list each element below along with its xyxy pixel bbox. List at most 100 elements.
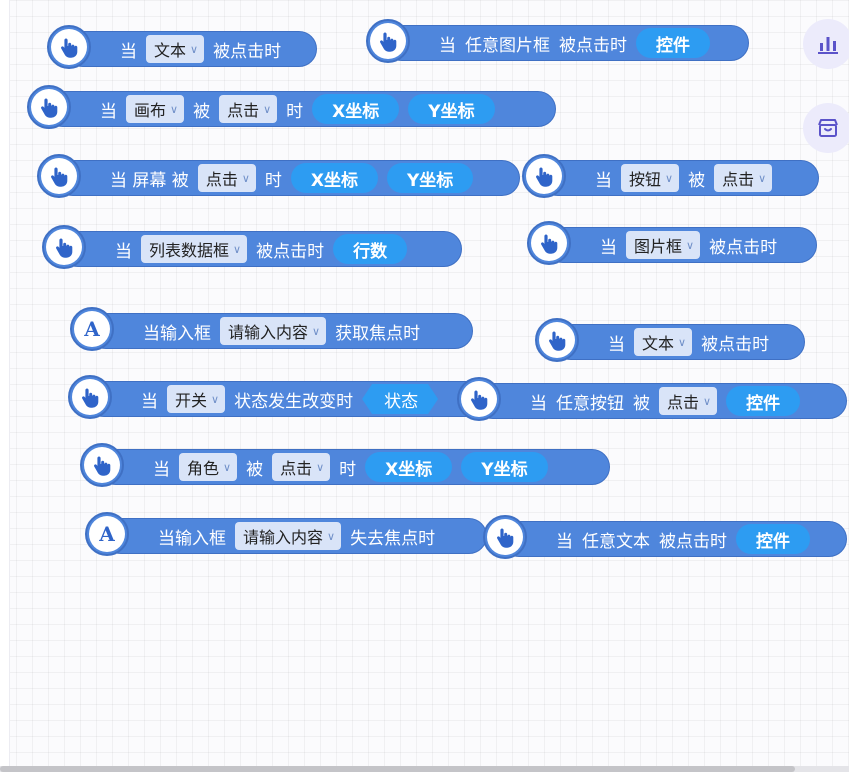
block-text-click-2[interactable]: 当文本∨ 被点击时 — [535, 318, 805, 364]
chevron-down-icon: ∨ — [327, 529, 336, 543]
dropdown-value: 请输入内容 — [228, 323, 309, 342]
chevron-down-icon: ∨ — [703, 394, 712, 408]
block-parameter[interactable]: 控件 — [736, 524, 810, 554]
block-body[interactable]: 当文本∨被点击时 — [65, 31, 317, 67]
store-button[interactable] — [803, 103, 849, 153]
block-body[interactable]: 当任意按钮被点击∨ 控件 — [475, 383, 847, 419]
block-label: 任意文本 — [582, 531, 650, 552]
block-imagebox-click[interactable]: 当图片框∨被点击时 — [527, 221, 817, 267]
block-listdata-click[interactable]: 当列表数据框∨ 被点击时行数 — [42, 225, 462, 271]
dropdown-value: 列表数据框 — [149, 241, 230, 260]
block-any-text-click[interactable]: 当任意文本被点击时控件 — [483, 515, 847, 561]
block-label: 当 — [115, 241, 132, 262]
block-label: 被点击时 — [256, 241, 325, 262]
horizontal-scrollbar[interactable] — [0, 766, 849, 772]
block-label: 当 — [530, 393, 547, 414]
hand-pointer-icon — [51, 29, 87, 65]
block-label: 被 — [193, 101, 211, 122]
block-dropdown[interactable]: 角色∨ — [179, 453, 238, 481]
hand-pointer-icon — [46, 229, 82, 265]
block-text-click[interactable]: 当文本∨被点击时 — [47, 25, 317, 71]
block-hat — [68, 375, 112, 419]
block-dropdown[interactable]: 点击∨ — [659, 387, 718, 415]
chevron-down-icon: ∨ — [686, 238, 695, 252]
block-dropdown[interactable]: 文本∨ — [146, 35, 205, 63]
dropdown-value: 点击 — [227, 101, 260, 120]
block-any-button-click[interactable]: 当任意按钮被点击∨ 控件 — [457, 377, 847, 423]
block-label: 被点击时 — [701, 334, 770, 355]
block-label: 当 — [608, 334, 625, 355]
bar-chart-icon — [818, 37, 838, 54]
block-body[interactable]: 当任意图片框被点击时控件 — [384, 25, 749, 61]
block-parameter[interactable]: X坐标 — [365, 452, 453, 482]
block-label: 被点击时 — [213, 41, 282, 62]
hand-pointer-icon — [531, 225, 567, 261]
block-label: 当输入框 — [143, 323, 211, 344]
chart-button[interactable] — [803, 19, 849, 69]
block-dropdown[interactable]: 请输入内容∨ — [220, 317, 327, 345]
dropdown-value: 点击 — [280, 459, 313, 478]
block-dropdown[interactable]: 点击∨ — [714, 164, 773, 192]
block-dropdown[interactable]: 文本∨ — [634, 328, 693, 356]
block-parameter[interactable]: X坐标 — [312, 94, 400, 124]
block-body[interactable]: 当开关∨状态发生改变时状态 — [86, 381, 498, 417]
block-dropdown[interactable]: 点击∨ — [197, 164, 256, 192]
block-parameter[interactable]: X坐标 — [290, 163, 378, 193]
block-hat: A — [85, 512, 129, 556]
block-parameter[interactable]: Y坐标 — [408, 94, 495, 124]
block-button-click[interactable]: 当按钮∨被点击∨ — [522, 154, 819, 200]
block-body[interactable]: 当输入框请输入内容∨获取焦点时 — [88, 313, 473, 349]
block-boolean-parameter[interactable]: 状态 — [362, 384, 438, 414]
block-dropdown[interactable]: 按钮∨ — [621, 164, 680, 192]
block-any-image-click[interactable]: 当任意图片框被点击时控件 — [366, 19, 749, 65]
block-dropdown[interactable]: 请输入内容∨ — [235, 522, 342, 550]
block-label: 时 — [339, 459, 357, 480]
block-label: 当 — [100, 101, 117, 122]
block-parameter[interactable]: 行数 — [333, 234, 408, 264]
block-body[interactable]: 当任意文本被点击时控件 — [501, 521, 847, 557]
svg-text:A: A — [83, 317, 100, 341]
block-label: 被 — [633, 393, 650, 414]
text-input-icon: A — [74, 311, 110, 347]
hand-pointer-icon — [487, 519, 523, 555]
store-icon — [818, 119, 838, 137]
chevron-down-icon: ∨ — [190, 42, 199, 56]
block-hat — [27, 85, 71, 129]
block-body[interactable]: 当按钮∨被点击∨ — [540, 160, 819, 196]
block-parameter[interactable]: Y坐标 — [387, 163, 474, 193]
block-dropdown[interactable]: 画布∨ — [126, 95, 185, 123]
block-body[interactable]: 当文本∨ 被点击时 — [553, 324, 805, 360]
block-hat — [535, 318, 579, 362]
block-parameter[interactable]: 控件 — [636, 28, 710, 58]
hand-pointer-icon — [461, 381, 497, 417]
block-label: 被 — [688, 170, 706, 191]
block-label: 被点击时 — [559, 35, 627, 56]
block-body[interactable]: 当列表数据框∨ 被点击时行数 — [60, 231, 462, 267]
block-hat: A — [70, 307, 114, 351]
block-parameter[interactable]: 控件 — [726, 386, 801, 416]
block-dropdown[interactable]: 点击∨ — [219, 95, 278, 123]
block-dropdown[interactable]: 列表数据框∨ — [141, 235, 248, 263]
chevron-down-icon: ∨ — [316, 460, 325, 474]
block-parameter[interactable]: Y坐标 — [461, 452, 548, 482]
block-label: 当输入框 — [158, 528, 226, 549]
block-body[interactable]: 当图片框∨被点击时 — [545, 227, 817, 263]
dropdown-value: 图片框 — [634, 237, 683, 256]
block-dropdown[interactable]: 开关∨ — [167, 385, 226, 413]
chevron-down-icon: ∨ — [223, 460, 232, 474]
block-body[interactable]: 当输入框请输入内容∨失去焦点时 — [103, 518, 487, 554]
block-label: 状态发生改变时 — [234, 391, 354, 412]
block-switch-change[interactable]: 当开关∨状态发生改变时状态 — [68, 375, 498, 421]
block-dropdown[interactable]: 点击∨ — [272, 453, 331, 481]
block-dropdown[interactable]: 图片框∨ — [626, 231, 701, 259]
scrollbar-thumb[interactable] — [0, 766, 795, 772]
block-label: 任意按钮 — [556, 393, 624, 414]
